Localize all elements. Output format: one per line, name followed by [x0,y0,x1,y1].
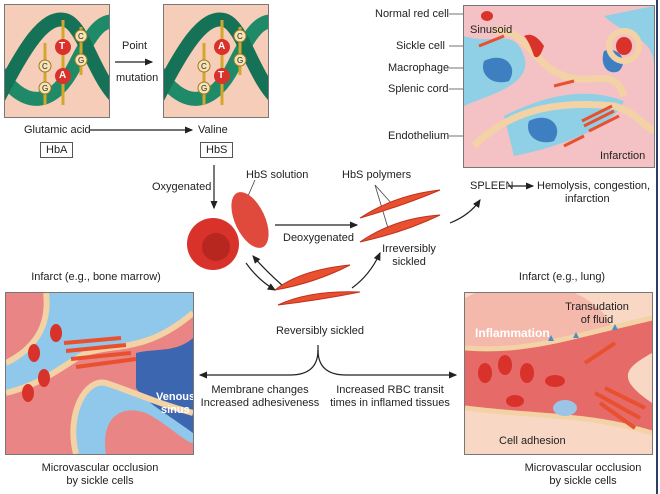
dna-helix-icon [5,12,109,106]
infarction-label: Infarction [600,150,646,162]
dna-panel-hbs: A T C G C G [163,4,269,118]
transudation-label-1: Transudation [565,301,629,313]
lung-title: Infarct (e.g., lung) [518,271,606,283]
spleen-outcome-1: Hemolysis, congestion, [537,180,651,192]
bone-marrow-caption-2: by sickle cells [66,475,134,487]
venous-label-2: sinus [161,404,190,416]
amino-acid-left: Glutamic acid [24,124,91,136]
legend-sickle-cell: Sickle cell [396,40,445,52]
irreversibly-label-2: sickled [392,256,426,268]
sinusoid-label: Sinusoid [470,24,513,36]
bone-marrow-title: Infarct (e.g., bone marrow) [31,271,161,283]
hbs-polymers-label: HbS polymers [342,169,412,181]
legend-macrophage: Macrophage [388,62,450,74]
bone-marrow-caption-1: Microvascular occlusion [41,462,159,474]
mutation-label-bottom: mutation [116,72,159,84]
base-t: T [59,41,66,52]
lung-illustration [465,293,652,436]
spleen-illustration [464,6,654,156]
base-c: C [237,32,243,41]
transit-label-2: times in inflamed tissues [330,397,450,409]
venous-label-1: Venous [156,391,194,403]
base-g: G [78,56,85,65]
hbs-solution-label: HbS solution [246,169,309,181]
spleen-title: SPLEEN [470,180,514,192]
base-a: A [218,41,226,52]
bone-marrow-panel: Venous sinus [5,292,194,455]
lung-panel: Inflammation Transudation of fluid Cell … [464,292,653,455]
legend-normal-red-cell: Normal red cell [375,8,449,20]
bone-marrow-illustration [6,293,193,454]
deoxygenated-label: Deoxygenated [283,232,354,244]
irreversibly-label-1: Irreversibly [382,243,436,255]
base-t: T [218,70,225,81]
base-g: G [42,84,49,93]
membrane-label-2: Increased adhesiveness [200,397,320,409]
transudation-label-2: of fluid [580,314,614,326]
spleen-panel: Sinusoid Infarction [463,5,655,168]
legend-endothelium: Endothelium [388,130,450,142]
transit-label-1: Increased RBC transit [336,384,444,396]
base-c: C [42,62,48,71]
hbs-box: HbS [200,142,234,158]
membrane-label-1: Membrane changes [211,384,309,396]
spleen-outcome-2: infarction [565,193,610,205]
lung-caption-1: Microvascular occlusion [524,462,642,474]
dna-helix-icon [164,12,268,106]
legend-splenic-cord: Splenic cord [388,83,449,95]
right-border-line [656,0,658,494]
amino-acid-right: Valine [198,124,228,136]
rbc-side-icon [231,192,269,248]
base-c: C [78,32,84,41]
base-g: G [237,56,244,65]
base-a: A [59,70,67,81]
hba-box: HbA [40,142,74,158]
reversibly-sickled-label: Reversibly sickled [275,325,365,337]
mutation-label-top: Point [122,40,148,52]
cell-adhesion-label: Cell adhesion [499,435,566,447]
inflammation-label: Inflammation [475,326,550,340]
base-c: C [201,62,207,71]
oxygenated-label: Oxygenated [152,181,212,193]
base-g: G [201,84,208,93]
lung-caption-2: by sickle cells [549,475,617,487]
dna-panel-hba: T A C G C G [4,4,110,118]
